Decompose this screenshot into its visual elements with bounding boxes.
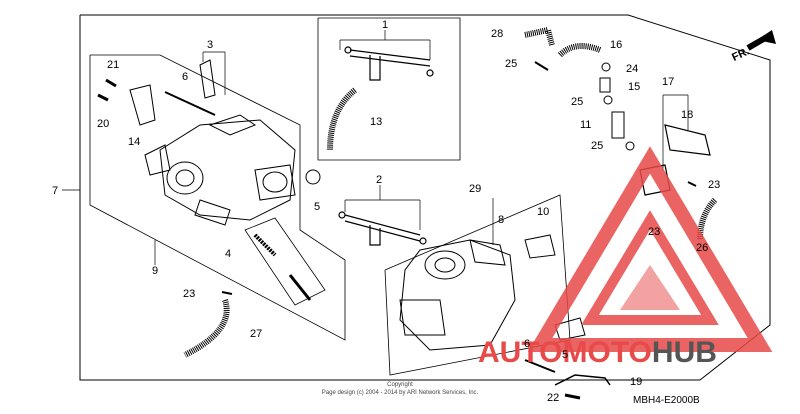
label-9: 9 (152, 265, 158, 277)
hose-26 (697, 197, 718, 241)
item1-box (317, 17, 461, 161)
right-carburetor (399, 239, 516, 351)
left-assembly-box (89, 54, 346, 341)
label-2: 2 (376, 174, 382, 186)
bracket-19 (554, 374, 611, 386)
clip-24 (601, 62, 611, 72)
label-1: 1 (382, 19, 388, 31)
label-25c: 25 (591, 140, 603, 152)
copyright-line1: Copyright (387, 382, 413, 388)
fitting-3 (199, 59, 216, 99)
leader-lines (62, 30, 689, 265)
label-25b: 25 (571, 96, 583, 108)
watermark-auto: AUTO (478, 336, 562, 369)
pipe-11 (611, 111, 625, 139)
label-19: 19 (630, 376, 642, 388)
label-13: 13 (370, 116, 382, 128)
clip-23a (221, 291, 233, 295)
clip-25b (603, 95, 613, 105)
label-22: 22 (547, 392, 559, 404)
watermark-hub: HUB (652, 336, 717, 369)
cap-5 (305, 169, 321, 185)
label-23b: 23 (648, 226, 660, 238)
label-23c: 23 (708, 179, 720, 191)
label-18: 18 (681, 109, 693, 121)
label-3: 3 (207, 39, 213, 51)
label-6: 6 (182, 71, 188, 83)
clip-25a (534, 61, 549, 71)
pin-4 (288, 274, 312, 301)
clip-25c (625, 141, 635, 151)
clip-23c (687, 181, 697, 187)
label-24: 24 (626, 63, 638, 75)
label-10: 10 (537, 206, 549, 218)
label-27: 27 (250, 328, 262, 340)
pipe-1 (344, 46, 434, 81)
hose-16 (557, 43, 602, 58)
bracket-10 (524, 234, 556, 259)
label-23a: 23 (183, 288, 195, 300)
label-11: 11 (580, 119, 591, 131)
label-5b: 5 (562, 349, 568, 361)
gasket-18 (664, 124, 711, 156)
watermark-logo (527, 146, 773, 352)
label-5: 5 (314, 201, 320, 213)
front-arrow-icon (746, 30, 776, 51)
label-20: 20 (97, 118, 109, 130)
label-29: 29 (469, 183, 481, 195)
bolt-22 (564, 393, 581, 400)
label-26: 26 (696, 242, 708, 254)
pipe-2 (338, 211, 427, 246)
screw-6 (164, 91, 216, 116)
watermark-moto: MOTO (562, 336, 651, 369)
svg-text:AUTOMOTOHUB: AUTOMOTOHUB (478, 336, 717, 369)
outer-border (79, 14, 771, 381)
label-17: 17 (662, 76, 674, 88)
joint-15 (599, 77, 611, 93)
label-21: 21 (107, 59, 119, 71)
hose-28 (524, 26, 555, 46)
label-15: 15 (628, 81, 640, 93)
label-14: 14 (128, 136, 140, 148)
label-7: 7 (52, 185, 58, 197)
label-4: 4 (225, 248, 231, 260)
diagram-code: MBH4-E2000B (633, 395, 700, 406)
bracket-14 (129, 84, 156, 126)
label-8: 8 (498, 214, 504, 226)
left-carburetor (144, 114, 296, 226)
cap-5b (554, 317, 586, 341)
label-16: 16 (610, 39, 622, 51)
copyright-line2: Page design (c) 2004 - 2014 by ARI Netwo… (322, 390, 479, 396)
hose-27 (183, 299, 230, 358)
spring-4 (253, 233, 277, 257)
screw-6b (524, 359, 556, 373)
hose-13 (327, 87, 357, 151)
bolt-20 (97, 93, 109, 102)
label-6b: 6 (524, 338, 530, 350)
item4-box (244, 217, 326, 306)
bolt-21 (105, 78, 117, 88)
label-25a: 25 (505, 58, 517, 70)
label-28: 28 (491, 28, 503, 40)
